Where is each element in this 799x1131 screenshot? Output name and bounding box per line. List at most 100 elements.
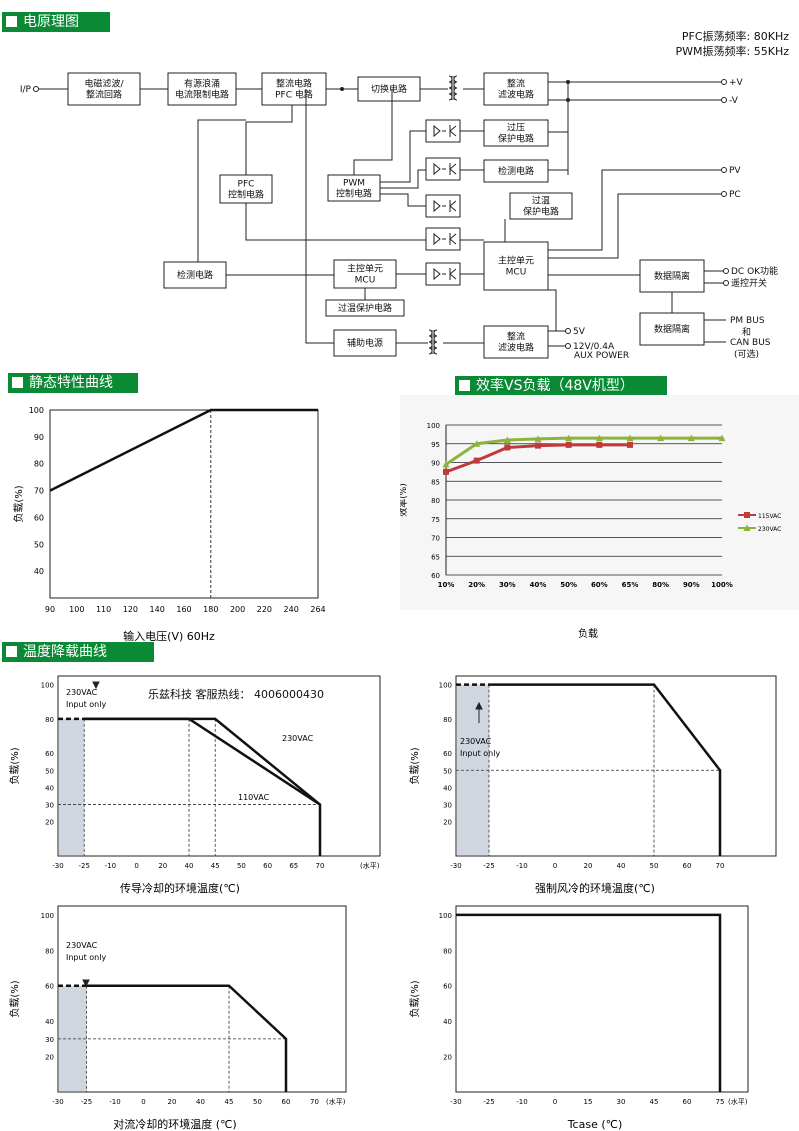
y-tick-label: 60 [431, 572, 440, 580]
x-tick-label: 70 [316, 862, 325, 870]
inrush-label: 电流限制电路 [175, 89, 229, 101]
derating-line [456, 913, 722, 1092]
watermark: 乐兹科技 客服热线： 4006000430 [148, 688, 324, 701]
x-tick-label: 80% [652, 581, 669, 589]
x-tick-label: 10% [438, 581, 455, 589]
annotation-label: 230VAC [460, 737, 492, 746]
emi-label: 电磁滤波/ [84, 78, 124, 90]
data-point [596, 441, 603, 448]
ovp-label: 保护电路 [498, 133, 534, 145]
led-symbol [433, 232, 441, 246]
x-tick-label: 60 [263, 862, 272, 870]
x-tick-label: 264 [310, 605, 325, 614]
x-tick-label: 60 [683, 862, 692, 870]
input-only-region [457, 684, 489, 855]
x-tick-label: 40% [530, 581, 547, 589]
port-label: 5V [573, 327, 586, 337]
legend-label: 115VAC [758, 513, 781, 520]
transistor-symbol [449, 163, 457, 175]
filter1-block [483, 72, 549, 106]
x-tick-label: 50 [650, 862, 659, 870]
port-terminal [721, 97, 727, 103]
data-point [687, 434, 695, 442]
wire [380, 193, 426, 207]
y-tick-label: 60 [443, 983, 452, 991]
annotation-arrow [92, 681, 100, 690]
led-symbol [433, 199, 441, 213]
section-efficiency: 效率VS负载（48V机型） [455, 376, 667, 396]
plot-frame [57, 905, 347, 1093]
x-unit-label: (水平) [326, 1097, 346, 1106]
x-tick-label: 60% [591, 581, 608, 589]
filter1-label: 整流 [507, 78, 525, 90]
filter2-block [483, 325, 549, 359]
y-tick-label: 20 [45, 819, 54, 827]
pfc-frequency: PFC振荡频率: 80KHz [681, 30, 789, 43]
derating-line [489, 683, 722, 856]
switch-label: 切换电路 [371, 83, 407, 95]
data-point [627, 441, 633, 448]
annotation-label: 230VAC [66, 688, 98, 697]
x-tick-label: 240 [284, 605, 299, 614]
mcu-main-label: 主控单元 [498, 255, 534, 267]
x-tick-label: 120 [123, 605, 138, 614]
y-axis-label: 负载(%) [8, 980, 21, 1017]
pwm-label: PWM [343, 179, 365, 189]
wire [548, 169, 722, 251]
x-tick-label: -10 [516, 862, 527, 870]
plot-frame [455, 675, 777, 857]
y-tick-label: 50 [34, 540, 44, 549]
x-tick-label: 40 [617, 862, 626, 870]
otp2-label: 过温保护电路 [338, 302, 392, 314]
x-tick-label: 20 [158, 862, 167, 870]
annotation-arrow [475, 701, 483, 723]
y-tick-label: 80 [45, 947, 54, 955]
port-terminal [723, 280, 729, 286]
y-tick-label: 100 [41, 912, 54, 920]
x-tick-label: -25 [78, 862, 89, 870]
data-point [473, 440, 481, 447]
data-point [565, 441, 572, 448]
x-tick-label: -30 [52, 862, 63, 870]
led-symbol [433, 162, 441, 176]
series-line [445, 436, 722, 466]
x-tick-label: 0 [553, 1098, 557, 1106]
pwm-frequency: PWM振荡频率: 55KHz [675, 45, 789, 58]
y-tick-label: 80 [431, 497, 440, 505]
port-label: I/P [20, 85, 32, 95]
otp-label: 保护电路 [523, 206, 559, 218]
x-tick-label: 65 [289, 862, 298, 870]
detect1-label: 检测电路 [177, 269, 213, 281]
wire [380, 130, 426, 183]
input-only-region [59, 985, 87, 1091]
x-tick-label: 20 [584, 862, 593, 870]
and-label: 和 [742, 327, 751, 338]
x-tick-label: 15 [584, 1098, 593, 1106]
x-tick-label: 160 [176, 605, 191, 614]
transistor-symbol [449, 233, 457, 245]
legend-marker [743, 524, 751, 531]
port-terminal [565, 343, 571, 349]
canbus-label: CAN BUS [730, 338, 771, 348]
y-tick-label: 40 [45, 784, 54, 792]
wire [245, 105, 293, 175]
x-tick-label: 60 [282, 1098, 291, 1106]
x-tick-label: 60 [683, 1098, 692, 1106]
y-axis-label: 负载(%) [8, 747, 21, 784]
pmbus-label: PM BUS [730, 316, 765, 326]
mcu-sub-block [333, 259, 397, 289]
x-axis-label: 强制风冷的环境温度(℃) [535, 881, 655, 895]
x-tick-label: 50% [560, 581, 577, 589]
ovp-block [483, 119, 549, 147]
x-tick-label: -30 [450, 1098, 461, 1106]
mcu-sub-label: 主控单元 [347, 263, 383, 275]
y-tick-label: 20 [45, 1054, 54, 1062]
x-unit-label: (水平) [360, 861, 380, 870]
annotation-label: Input only [66, 700, 106, 709]
filter2-label: 整流 [507, 331, 525, 343]
data-point [504, 444, 511, 451]
pfc-label: PFC [238, 180, 255, 190]
detect2-block [483, 159, 549, 183]
